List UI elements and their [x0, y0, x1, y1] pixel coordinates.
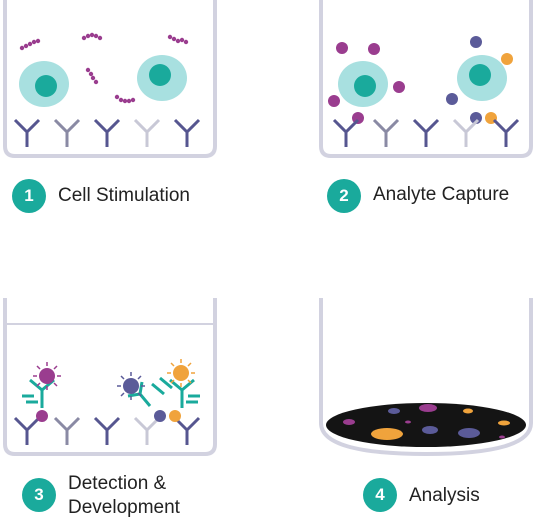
- enzyme-burst: [167, 359, 195, 387]
- step-3-badge: 3: [22, 478, 56, 512]
- step-2-badge: 2: [327, 179, 361, 213]
- step-2-label: Analyte Capture: [373, 184, 510, 205]
- bound-analyte: [36, 410, 48, 422]
- cell-nucleus: [35, 75, 57, 97]
- panel-analysis: [316, 298, 533, 468]
- detection-development-illustration: [3, 298, 217, 456]
- analysis-illustration: [319, 298, 533, 457]
- spots: [343, 404, 510, 440]
- step-3-label-line1: Detection &: [68, 473, 167, 494]
- cell-nucleus: [354, 75, 376, 97]
- step-4-badge: 4: [363, 478, 397, 512]
- analyte-chain: [85, 67, 99, 85]
- step-4-label: Analysis: [409, 485, 480, 506]
- capture-antibody-row: [332, 118, 520, 147]
- analyte-molecules: [328, 36, 513, 124]
- cell-stimulation-illustration: [3, 0, 217, 158]
- cell-nucleus: [469, 64, 491, 86]
- step-1-badge: 1: [12, 179, 46, 213]
- enzyme-burst: [33, 362, 61, 390]
- cell-nucleus: [149, 64, 171, 86]
- step-3-label-line2: Development: [68, 497, 180, 518]
- analyte-chain: [114, 94, 136, 104]
- bound-analyte: [169, 410, 181, 422]
- step-3-label: Detection & Development: [68, 472, 180, 520]
- capture-antibody-row: [13, 416, 201, 445]
- analyte-capture-illustration: [319, 0, 533, 158]
- analyte-chain: [167, 34, 189, 45]
- detection-antibody: [127, 376, 173, 407]
- analyte-chain: [81, 32, 103, 41]
- enzyme-burst: [117, 372, 145, 400]
- detection-antibody: [169, 378, 200, 408]
- panel-analyte-capture: [316, 0, 533, 170]
- step-1-label: Cell Stimulation: [58, 185, 190, 206]
- capture-antibody-row: [13, 118, 201, 147]
- panel-cell-stimulation: [0, 0, 220, 170]
- analyte-chain: [19, 38, 41, 51]
- bound-analyte: [154, 410, 166, 422]
- panel-detection-development: [0, 298, 220, 468]
